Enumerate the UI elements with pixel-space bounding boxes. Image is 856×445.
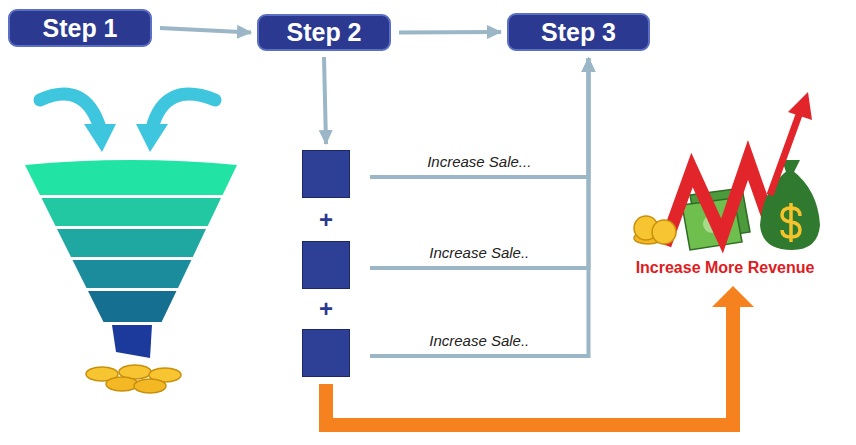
stage-square (302, 241, 350, 289)
inflow-arrowheads (84, 124, 168, 152)
funnel (25, 160, 237, 358)
step-label: Step 2 (286, 18, 361, 47)
step-box: Step 2 (257, 14, 391, 51)
step-box: Step 3 (507, 13, 650, 51)
edge-label: Increase Sale.. (429, 244, 529, 261)
edge-label: Increase Sale.. (429, 332, 529, 349)
edge-label: Increase Sale... (427, 153, 531, 170)
plus-sign: + (319, 206, 333, 234)
step-label: Step 1 (42, 14, 117, 43)
step-box: Step 1 (8, 9, 152, 47)
revenue-illustration (634, 92, 820, 250)
revenue-caption: Increase More Revenue (636, 259, 815, 277)
stage-square (302, 329, 350, 377)
coins (86, 365, 181, 393)
flow-arrow (324, 57, 326, 144)
inflow-arrows (40, 94, 215, 128)
flow-arrow (399, 30, 501, 35)
flow-arrow (370, 58, 589, 356)
plus-sign: + (319, 295, 333, 323)
flow-arrow (370, 58, 589, 268)
flow-arrow (160, 28, 251, 33)
flow-arrow (370, 58, 589, 177)
step-label: Step 3 (541, 18, 616, 47)
stage-square (302, 150, 350, 198)
